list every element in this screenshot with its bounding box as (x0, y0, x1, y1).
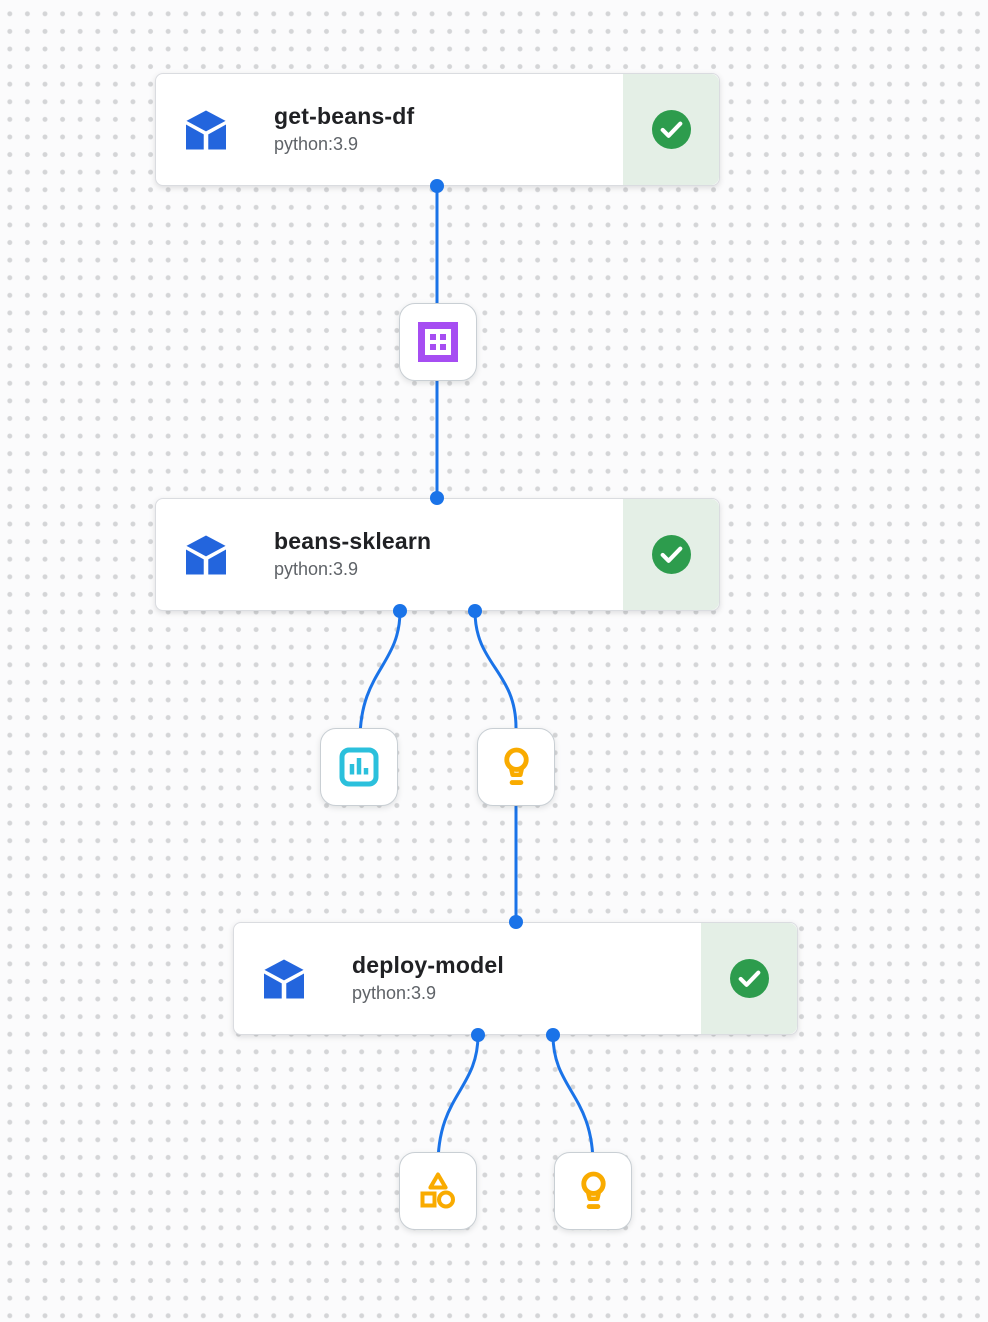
success-check-icon (651, 110, 691, 149)
task-subtitle: python:3.9 (274, 133, 359, 154)
success-check-icon (729, 959, 769, 998)
task-subtitle: python:3.9 (274, 558, 359, 579)
task-node-deploy-model[interactable]: deploy-model python:3.9 (233, 922, 798, 1035)
dataset-grid-icon (418, 322, 458, 362)
artifact-node-model[interactable] (554, 1152, 632, 1230)
status-strip (701, 923, 797, 1034)
pipeline-step-icon (262, 958, 306, 999)
bar-chart-icon (339, 747, 379, 787)
task-title: beans-sklearn (274, 528, 432, 555)
status-strip (623, 74, 719, 185)
artifact-node-metrics[interactable] (320, 728, 398, 806)
artifact-node-generic[interactable] (399, 1152, 477, 1230)
task-node-get-beans-df[interactable]: get-beans-df python:3.9 (155, 73, 720, 186)
shapes-icon (420, 1172, 455, 1209)
edge-sklearn-to-metrics (358, 610, 402, 741)
task-title: get-beans-df (274, 103, 415, 130)
task-title: deploy-model (352, 952, 504, 979)
task-node-beans-sklearn[interactable]: beans-sklearn python:3.9 (155, 498, 720, 611)
status-strip (623, 499, 719, 610)
lightbulb-icon (503, 747, 529, 785)
edge-deploy-to-artifact (436, 1034, 480, 1166)
edge-deploy-to-model (551, 1034, 595, 1166)
task-subtitle: python:3.9 (352, 982, 437, 1003)
artifact-node-dataset[interactable] (399, 303, 477, 381)
lightbulb-icon (580, 1171, 606, 1209)
pipeline-step-icon (184, 534, 228, 575)
artifact-node-model[interactable] (477, 728, 555, 806)
pipeline-step-icon (184, 109, 228, 150)
success-check-icon (651, 535, 691, 574)
